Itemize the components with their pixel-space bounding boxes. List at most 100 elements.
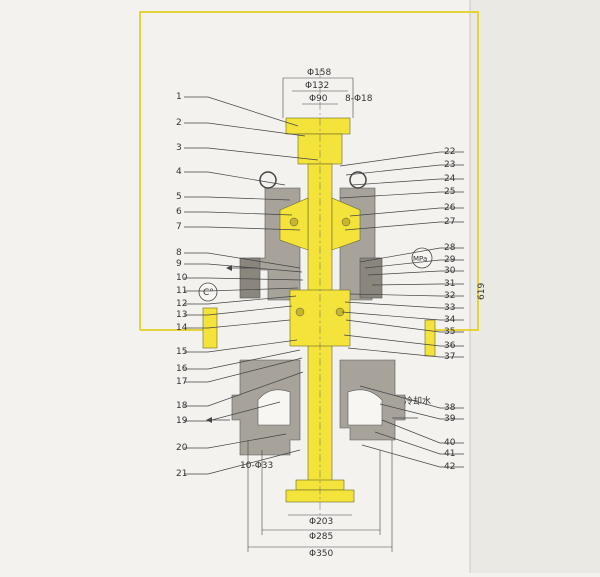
callout-number-15: 15 xyxy=(176,347,187,357)
leader-line-7 xyxy=(184,226,301,231)
right-lifting-eye xyxy=(349,171,367,189)
callout-number-31: 31 xyxy=(444,279,455,289)
bottom-dimensions: Φ203 Φ285 Φ350 10-Φ33 xyxy=(240,440,393,559)
cooling-water-label: 冷却水 xyxy=(404,395,431,407)
right-cooling-cavity xyxy=(347,389,383,426)
callout-number-24: 24 xyxy=(444,174,456,184)
leader-line-8 xyxy=(184,252,301,269)
page-edge xyxy=(470,0,600,573)
leader-line-35 xyxy=(345,319,464,333)
callout-number-16: 16 xyxy=(176,364,188,374)
callout-number-2: 2 xyxy=(176,118,182,128)
callout-number-12: 12 xyxy=(176,299,187,309)
callout-number-32: 32 xyxy=(444,291,455,301)
leader-line-21 xyxy=(184,449,301,475)
top-coupling-flange xyxy=(285,117,351,135)
callout-number-29: 29 xyxy=(444,255,456,265)
callout-number-28: 28 xyxy=(444,243,456,253)
leader-line-27 xyxy=(344,221,464,231)
callout-number-25: 25 xyxy=(444,187,455,197)
leader-line-4 xyxy=(184,171,286,186)
callout-number-41: 41 xyxy=(444,449,455,459)
leader-line-28 xyxy=(359,247,464,263)
left-cooling-cavity xyxy=(257,389,291,426)
callout-number-13: 13 xyxy=(176,310,187,320)
dim-bolts: 10-Φ33 xyxy=(240,461,273,471)
callout-number-27: 27 xyxy=(444,217,455,227)
leader-line-42 xyxy=(361,444,464,468)
leader-line-20 xyxy=(184,433,287,449)
leader-line-19 xyxy=(184,401,281,422)
dim-d285: Φ285 xyxy=(309,532,333,542)
dim-d158: Φ158 xyxy=(307,68,332,78)
callout-number-18: 18 xyxy=(176,401,188,411)
top-dimensions: Φ158 Φ132 Φ90 8-Φ18 xyxy=(282,68,373,118)
dim-d350: Φ350 xyxy=(309,549,334,559)
leader-line-22 xyxy=(339,151,464,167)
thermometer-gauge xyxy=(198,282,218,302)
leader-line-32 xyxy=(349,293,464,297)
callout-number-40: 40 xyxy=(444,438,456,448)
leader-line-3 xyxy=(184,147,319,161)
callout-number-38: 38 xyxy=(444,403,456,413)
callout-number-39: 39 xyxy=(444,414,456,424)
callout-number-17: 17 xyxy=(176,377,187,387)
dim-d132: Φ132 xyxy=(305,81,329,91)
mpa-label: MPa xyxy=(413,255,427,263)
leader-line-29 xyxy=(364,259,464,269)
callout-number-9: 9 xyxy=(176,259,182,269)
callout-number-6: 6 xyxy=(176,207,182,217)
leader-line-9 xyxy=(184,263,303,273)
dim-side: 619 xyxy=(477,283,487,300)
callout-number-10: 10 xyxy=(176,273,188,283)
leader-line-10 xyxy=(184,277,304,281)
callout-number-4: 4 xyxy=(176,167,182,177)
right-callouts: 2223242526272829303132333435363738394041… xyxy=(339,147,464,472)
pressure-gauge xyxy=(411,247,433,269)
celsius-label: C° xyxy=(203,288,214,298)
callout-number-30: 30 xyxy=(444,266,456,276)
callout-number-22: 22 xyxy=(444,147,455,157)
leader-line-1 xyxy=(184,96,299,127)
leader-line-18 xyxy=(184,371,304,407)
supply-pipe-loop xyxy=(139,11,479,331)
callout-number-35: 35 xyxy=(444,327,455,337)
left-flange xyxy=(239,257,261,299)
callout-number-14: 14 xyxy=(176,323,188,333)
leader-line-15 xyxy=(184,339,298,353)
callout-number-19: 19 xyxy=(176,416,188,426)
dim-d203: Φ203 xyxy=(309,517,333,527)
left-lifting-eye xyxy=(259,171,277,189)
side-pipe-right xyxy=(424,319,436,357)
leader-line-17 xyxy=(184,357,303,383)
callout-number-26: 26 xyxy=(444,203,456,213)
leader-line-14 xyxy=(184,319,291,329)
leader-line-23 xyxy=(345,164,464,176)
leader-line-2 xyxy=(184,122,306,137)
callout-number-5: 5 xyxy=(176,192,182,202)
dim-d18: 8-Φ18 xyxy=(345,94,373,104)
leader-line-30 xyxy=(367,270,464,276)
leader-line-16 xyxy=(184,349,301,370)
leader-line-5 xyxy=(184,196,291,201)
leader-line-24 xyxy=(351,178,464,186)
leader-line-12 xyxy=(184,295,297,305)
callout-number-23: 23 xyxy=(444,160,455,170)
leader-line-38 xyxy=(359,385,464,409)
leader-line-26 xyxy=(349,207,464,217)
leader-line-33 xyxy=(344,301,464,309)
right-flange xyxy=(359,257,383,299)
leader-line-41 xyxy=(374,431,464,455)
leader-line-37 xyxy=(347,347,464,358)
callout-number-20: 20 xyxy=(176,443,188,453)
leader-line-40 xyxy=(381,419,464,444)
callout-number-3: 3 xyxy=(176,143,182,153)
callout-number-42: 42 xyxy=(444,462,455,472)
leader-line-31 xyxy=(371,283,464,286)
leader-line-36 xyxy=(343,334,464,347)
callout-number-21: 21 xyxy=(176,469,187,479)
leader-line-39 xyxy=(379,403,464,420)
